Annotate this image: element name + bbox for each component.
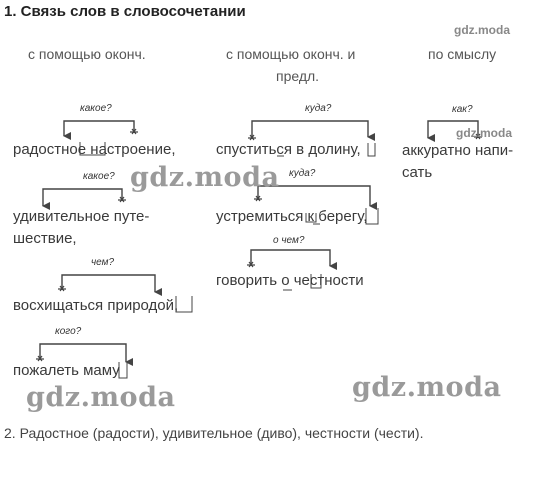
watermark-big-right: gdz.moda bbox=[352, 372, 502, 403]
arc-7 bbox=[250, 249, 337, 270]
watermark-big-left: gdz.moda bbox=[26, 382, 176, 413]
watermark-small-right: gdz.moda bbox=[456, 126, 512, 140]
arc-6 bbox=[257, 185, 377, 210]
question-label-2: какое? bbox=[83, 171, 115, 182]
answer-text: 2. Радостное (радости), удивительное (ди… bbox=[4, 425, 424, 441]
watermark-big-center: gdz.moda bbox=[130, 162, 280, 193]
ending-mark-5 bbox=[365, 208, 379, 225]
arc-8 bbox=[427, 120, 479, 142]
column-header-meaning: по смыслу bbox=[428, 46, 497, 62]
phrase-amazing-journey-line1: удивительное путе- bbox=[13, 208, 150, 225]
arc-5 bbox=[251, 120, 375, 141]
phrase-write-neatly-line2: сать bbox=[402, 164, 433, 181]
phrase-joyful-mood: радостное настроение, bbox=[13, 141, 176, 158]
column-header-endings-prepositions-line2: предл. bbox=[276, 68, 320, 84]
phrase-pity-mom: пожалеть маму bbox=[13, 362, 120, 379]
ending-mark-1 bbox=[79, 142, 106, 156]
ending-mark-6 bbox=[305, 213, 317, 223]
question-label-5: куда? bbox=[305, 103, 332, 114]
column-header-endings-prepositions: с помощью оконч. и bbox=[226, 46, 356, 62]
question-label-3: чем? bbox=[91, 257, 115, 268]
phrase-descend-valley: спуститься в долину, bbox=[216, 141, 361, 158]
question-label-1: какое? bbox=[80, 103, 112, 114]
question-label-6: куда? bbox=[289, 168, 316, 179]
arc-2 bbox=[42, 188, 123, 210]
phrase-rush-shore: устремиться к берегу, bbox=[216, 208, 368, 225]
watermark-small-top: gdz.moda bbox=[454, 23, 510, 37]
phrase-talk-honesty: говорить о честности bbox=[216, 272, 364, 289]
question-label-4: кого? bbox=[55, 326, 82, 337]
arc-1 bbox=[63, 120, 135, 140]
question-label-7: о чем? bbox=[273, 235, 305, 246]
phrase-write-neatly-line1: аккуратно напи- bbox=[402, 142, 514, 159]
phrase-amazing-journey-line2: шествие, bbox=[13, 230, 77, 247]
question-label-8: как? bbox=[452, 104, 473, 115]
ending-mark-7 bbox=[310, 274, 322, 289]
arc-3 bbox=[61, 274, 162, 296]
task-title: 1. Связь слов в словосочетании bbox=[4, 3, 246, 20]
arc-4 bbox=[39, 343, 133, 366]
phrase-admire-nature: восхищаться природой, bbox=[13, 297, 179, 314]
column-header-endings: с помощью оконч. bbox=[28, 46, 146, 62]
ending-mark-3 bbox=[175, 296, 193, 313]
ending-mark-4 bbox=[118, 362, 128, 379]
ending-mark-2 bbox=[367, 143, 376, 157]
